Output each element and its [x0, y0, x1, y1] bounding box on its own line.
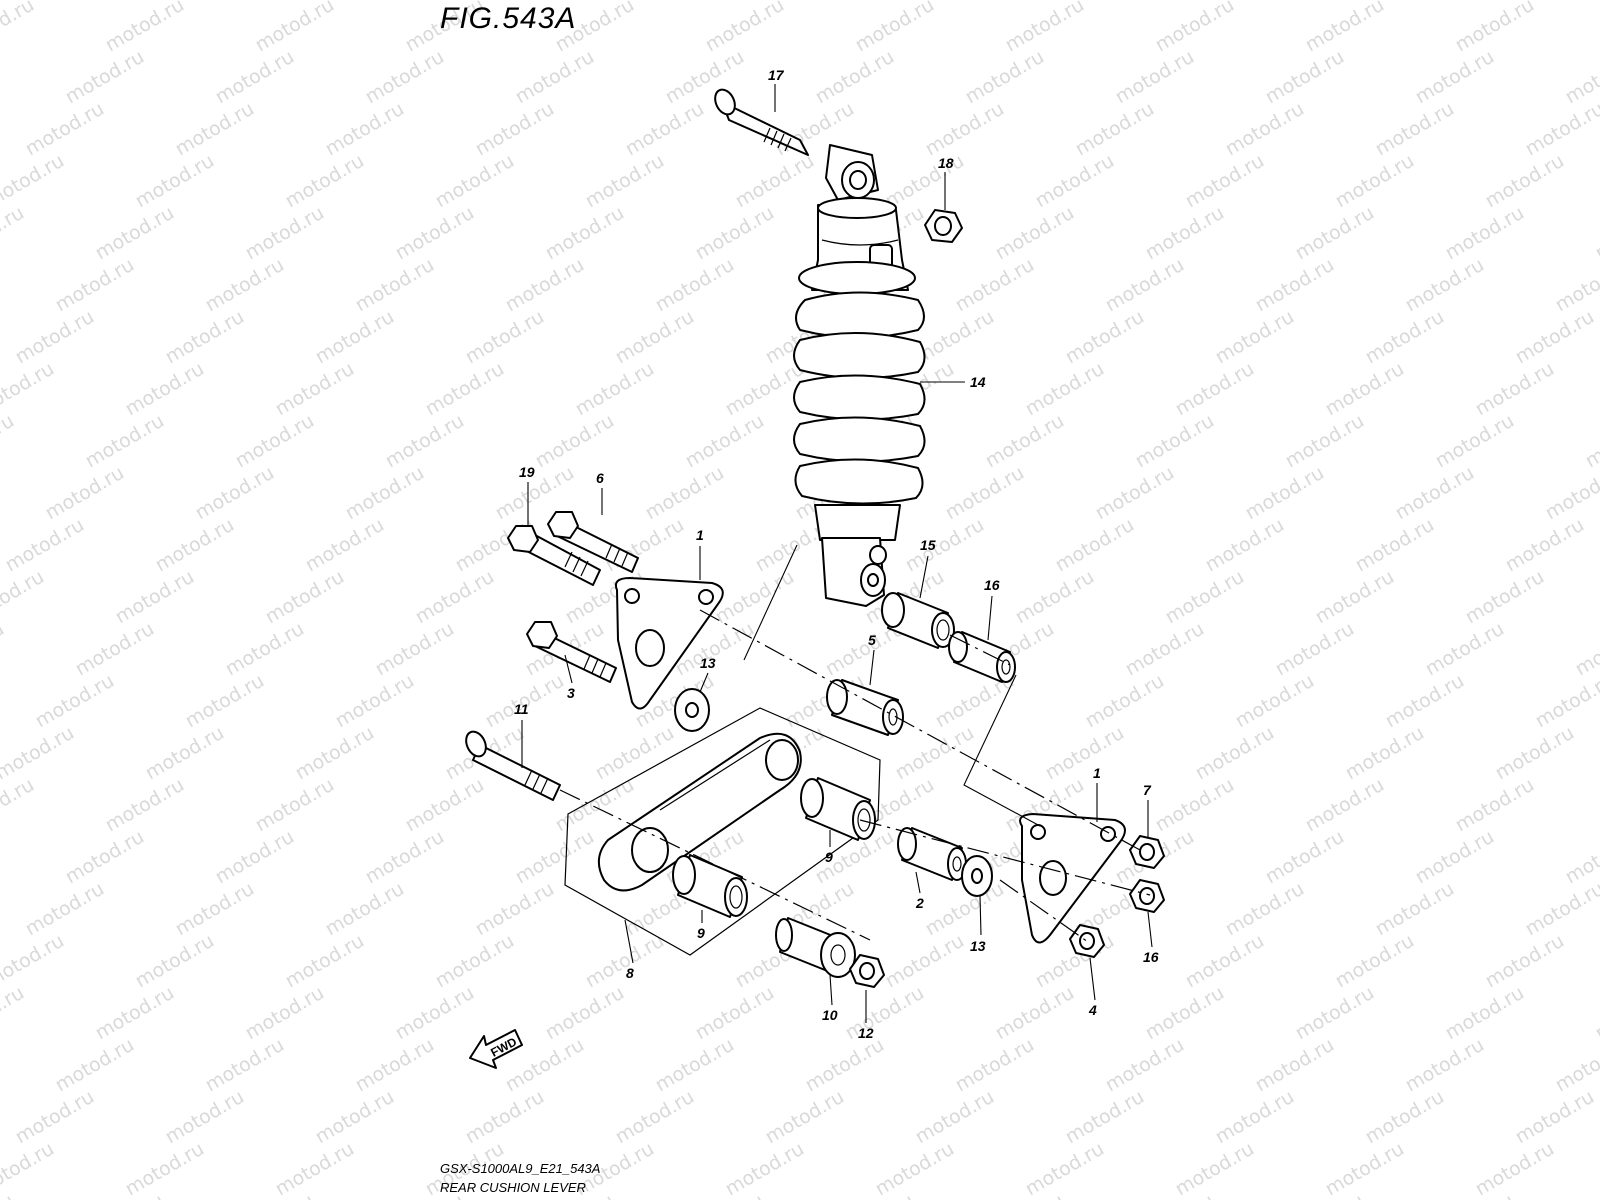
- washer-13-right: [961, 855, 993, 897]
- callout-8: 8: [626, 965, 634, 981]
- callout-9-lower: 9: [697, 925, 705, 941]
- model-code: GSX-S1000AL9_E21_543A: [440, 1161, 601, 1176]
- callout-14: 14: [970, 374, 986, 390]
- spacer-5: [826, 679, 904, 736]
- collar-10: [775, 917, 856, 978]
- bolt-19: [507, 525, 601, 586]
- bolt-11: [465, 730, 561, 801]
- callout-16-upper: 16: [984, 577, 1000, 593]
- callout-10: 10: [822, 1007, 838, 1023]
- callout-18: 18: [938, 155, 954, 171]
- callout-1-right: 1: [1093, 765, 1101, 781]
- bearing-9-upper: [800, 777, 876, 841]
- leader-lines: [521, 84, 1153, 1023]
- callout-16-lower: 16: [1143, 949, 1159, 965]
- bearing-15: [881, 592, 955, 649]
- callout-7: 7: [1143, 782, 1152, 798]
- cushion-plate-1-right: [1019, 813, 1126, 944]
- callout-3: 3: [567, 685, 575, 701]
- bolt-3: [526, 621, 617, 683]
- callout-2: 2: [915, 895, 924, 911]
- callout-12: 12: [858, 1025, 874, 1041]
- callout-19: 19: [519, 464, 535, 480]
- nut-7: [1129, 835, 1165, 869]
- callout-11: 11: [514, 701, 529, 717]
- nut-4: [1069, 924, 1105, 958]
- callout-9-upper: 9: [825, 849, 833, 865]
- nut-16: [1129, 879, 1165, 913]
- callout-6: 6: [596, 470, 604, 486]
- callout-1-left: 1: [696, 527, 704, 543]
- cushion-plate-1-left: [614, 577, 724, 710]
- callout-17: 17: [768, 67, 785, 83]
- callout-13-right: 13: [970, 938, 986, 954]
- cushion-lever-8: [564, 707, 881, 956]
- assembly-name: REAR CUSHION LEVER: [440, 1180, 586, 1195]
- bearing-9-lower: [672, 854, 748, 918]
- washer-13-left: [674, 688, 710, 732]
- nut-12: [849, 954, 885, 988]
- callout-5: 5: [868, 632, 876, 648]
- fwd-direction-arrow: FWD: [469, 1029, 523, 1069]
- spacer-2: [897, 827, 967, 881]
- nut-18: [924, 209, 963, 243]
- callout-4: 4: [1088, 1002, 1097, 1018]
- bolt-17: [714, 88, 809, 156]
- callout-15: 15: [920, 537, 936, 553]
- shock-absorber-14: [793, 144, 926, 607]
- callout-13-left: 13: [700, 655, 716, 671]
- callout-numbers: 17 18 14 19 6 1 15 16 5 13 3 11 9 1 7 2 …: [514, 67, 1159, 1041]
- axis-lines: [559, 544, 1151, 943]
- bolt-6: [547, 511, 639, 573]
- figure-title: FIG.543A: [440, 2, 577, 35]
